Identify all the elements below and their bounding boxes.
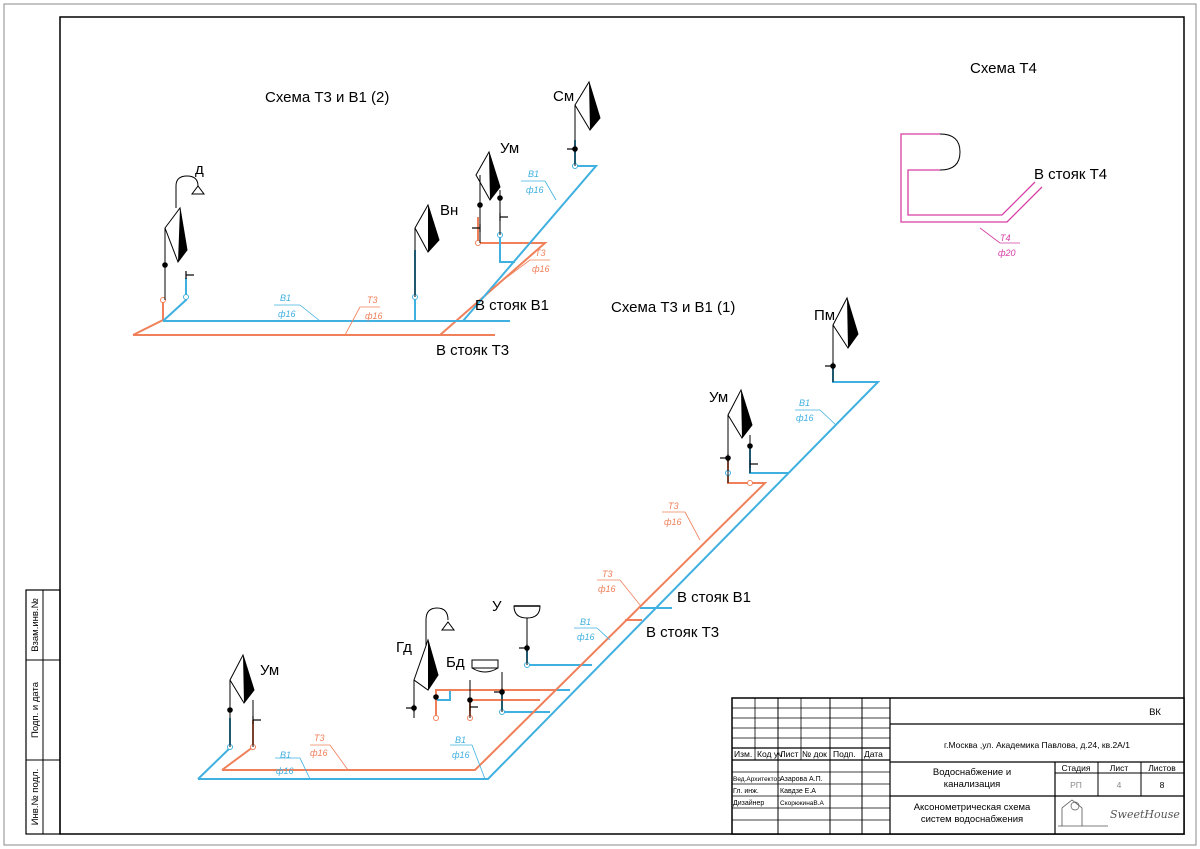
scheme-t4-title: Схема Т4 [970,60,1037,77]
tag-d16-e: ф16 [276,766,294,776]
tb-drawing-2: систем водоснабжения [921,814,1023,825]
tb-address: г.Москва ,ул. Академика Павлова, д.24, к… [944,740,1130,750]
tag-t3-e: Т3 [668,501,679,511]
label-gd: Гд [396,639,412,656]
tag-d16-a: ф16 [278,309,296,319]
scheme-2-pipe-tags: В1 ф16 Т3 ф16 В1 ф16 Т3 ф16 [274,169,557,336]
tb-name-1: Азарова А.П. [780,776,823,783]
tag-v1-e: В1 [580,617,591,627]
tb-sheet: 4 [1117,780,1122,790]
tag-v1-a: В1 [280,293,291,303]
fixture-u: У [492,598,541,665]
tb-header-doc: № док [802,749,827,759]
tag-v1-c: В1 [280,750,291,760]
tag-d16-f: ф16 [310,748,328,758]
shower-fixture-d: д [162,161,205,300]
scheme-2-endpoints [160,163,578,303]
tag-d16-d: ф16 [532,264,550,274]
tb-header-data: Дата [864,749,883,759]
tb-section-2: канализация [944,779,1001,790]
logo-text: SweetHouse [1110,808,1180,821]
tb-header-izm: Изм. [734,749,752,759]
side-stamp-podp: Подп. и дата [30,681,41,738]
tag-d16-h: ф16 [577,632,595,642]
label-pm: Пм [814,307,835,324]
tb-stage-label: Стадия [1062,763,1091,773]
tag-d16-g: ф16 [452,750,470,760]
fixture-bd: Бд [446,654,505,718]
riser-v1-label-1: В стояк В1 [677,589,751,606]
label-bd: Бд [446,654,465,671]
tb-stage: РП [1070,780,1082,790]
scheme-t4-pipe [900,133,1043,244]
fixture-sm: См [553,80,601,166]
fixture-pm: Пм [814,296,859,382]
fixture-gd: Гд [396,607,455,718]
tb-header-list: Лист [780,749,799,759]
tb-header-kod: Код уч [757,749,783,759]
fixture-um-2: Ум [471,140,519,243]
side-stamp-inv: Инв.№ подл. [30,769,41,826]
tb-role-2: Гл. инж. [733,788,759,795]
tag-d16-k: ф16 [796,413,814,423]
tb-section-1: Водоснабжение и [933,767,1011,778]
tb-role-3: Дизайнер [733,799,764,807]
tb-drawing-1: Аксонометрическая схема [914,802,1031,813]
tag-v1-b: В1 [528,169,539,179]
tag-d16-j: ф16 [664,517,682,527]
riser-v1-label-2: В стояк В1 [475,297,549,314]
tag-t3-b: Т3 [535,248,546,258]
tb-role-1: Вед.Архитектор [733,776,781,783]
tb-header-podp: Подп. [833,749,856,759]
label-u: У [492,598,502,615]
tag-t3-c: Т3 [314,733,325,743]
label-um-1: Ум [709,389,728,406]
tag-d16-i: ф16 [598,584,616,594]
side-stamp-vzam: Взам.инв.№ [30,598,41,652]
tb-name-3: СкорюкинаВ.А [780,800,825,807]
label-vn: Вн [440,202,458,219]
fixture-vn: Вн [414,202,458,297]
riser-t3-label-2: В стояк Т3 [436,342,509,359]
riser-t4-label: В стояк Т4 [1034,166,1107,183]
tag-d20: ф20 [998,248,1016,258]
tag-d16-b: ф16 [365,311,383,321]
side-stamp: Взам.инв.№ Подп. и дата Инв.№ подл. [25,589,61,835]
sweethouse-logo: SweetHouse [1058,799,1180,827]
label-sm: См [553,88,574,105]
tb-sheets-label: Листов [1148,763,1176,773]
scheme-t3v1-2-title: Схема Т3 и В1 (2) [265,89,389,106]
tag-v1-d: В1 [455,735,466,745]
tag-v1-f: В1 [799,398,810,408]
tag-t3-a: Т3 [367,295,378,305]
fixture-um-1: Ум [709,388,759,483]
outer-border [3,3,1197,846]
riser-t3-label-1: В стояк Т3 [646,624,719,641]
frame-border [59,16,1185,835]
scheme-1-pipe-tags: В1 ф16 Т3 ф16 В1 ф16 В1 ф16 Т3 ф16 Т3 ф1… [275,398,837,780]
scheme-t3v1-1-title: Схема Т3 и В1 (1) [611,299,735,316]
tb-name-2: Кавдзе Е.А [780,788,816,795]
tag-d16-c: ф16 [526,185,544,195]
tag-t3-d: Т3 [602,569,613,579]
tag-t4: Т4 [1000,233,1011,243]
tb-code: ВК [1149,707,1161,718]
label-d: д [195,161,204,178]
label-um-3: Ум [260,662,279,679]
tb-sheet-label: Лист [1110,763,1129,773]
fixture-um-3: Ум [227,653,279,747]
tb-sheets: 8 [1160,780,1165,790]
title-block: Изм. Код уч Лист № док Подп. Дата Вед.Ар… [731,697,1185,835]
label-um-2: Ум [500,140,519,157]
